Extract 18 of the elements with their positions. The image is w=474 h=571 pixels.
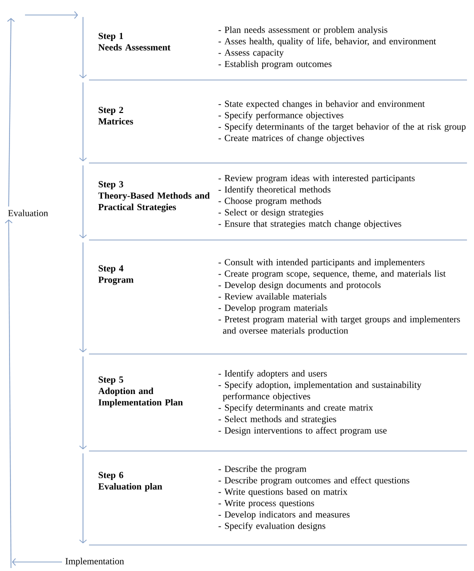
arrow [79, 356, 87, 450]
stage-label: Evaluation [8, 210, 48, 216]
arrow [79, 16, 87, 78]
step-row: Step 3 Theory-Based Methods and Practical Strategies - Review program ideas with interested participants - Identify theoretical methods - Choose program methods - Select or design strategies - Ensure that strategies match change objectives [88, 174, 468, 240]
arrow [12, 558, 62, 566]
arrow [79, 82, 87, 162]
arrow [79, 242, 87, 352]
step-row: Step 5 Adoption and Implementation Plan - Identify adopters and users - Specify adoption, implementation and sustainability performance objectives - Specify determinants and create matrix - Select methods and strategies - Design interventions to affect program use [88, 370, 468, 452]
stage-label: Implementation [66, 558, 124, 566]
step-row: Step 1 Needs Assessment - Plan needs assessment or problem analysis - Asses health, quality of life, behavior, and environment - Assess capacity - Establish program outcomes [88, 26, 468, 80]
arrow [79, 453, 87, 544]
step-row: Step 2 Matrices - State expected changes in behavior and environment - Specify performance objectives - Specify determinants of the target behavior of the at risk group - Create matrices of change objectives [88, 100, 468, 164]
arrow [4, 219, 13, 568]
arrow [7, 18, 15, 207]
arrow [24, 11, 78, 19]
step-row: Step 6 Evaluation plan - Describe the program - Describe program outcomes and effect questions - Write questions based on matrix - Write process questions - Develop indicators and measures - Specify evaluation designs [88, 465, 468, 546]
arrow [79, 165, 87, 238]
step-row: Step 4 Program - Consult with intended participants and implementers - Create program scope, sequence, theme, and materials list - Develop design documents and protocols - Review available materials - Develop program materials - Pretest program material with target groups and implementers and oversee materials production [88, 258, 468, 354]
